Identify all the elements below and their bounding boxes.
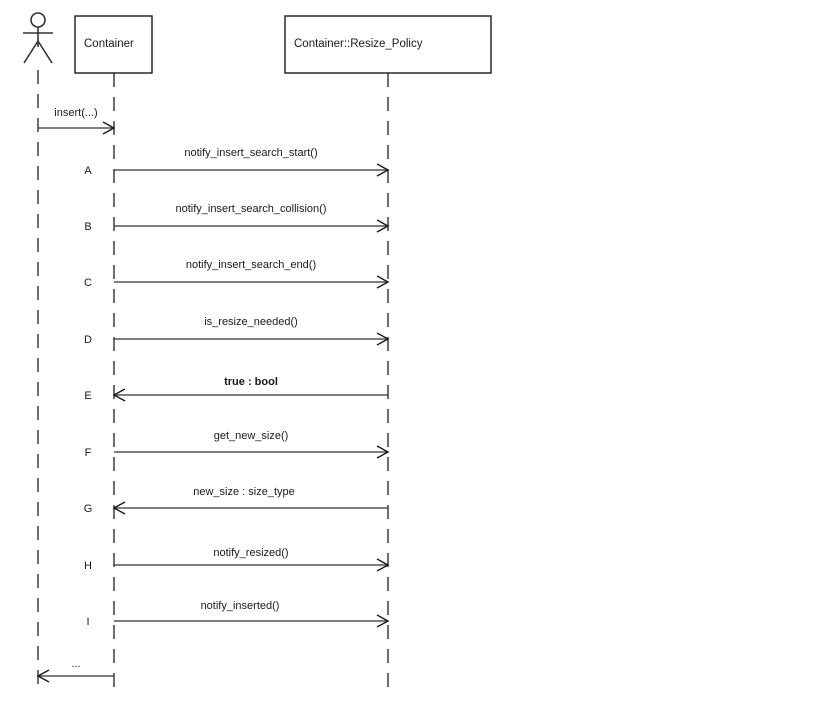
- message-label: true : bool: [224, 376, 278, 388]
- participant-label-container: Container: [84, 38, 134, 50]
- message-g: new_size : size_type: [112, 486, 388, 515]
- step-label-g: G: [84, 503, 93, 515]
- step-label-h: H: [84, 560, 92, 572]
- actor-leg-right-icon: [37, 40, 53, 64]
- actor-head-icon: [30, 12, 46, 28]
- message-c: notify_insert_search_end(): [114, 259, 390, 289]
- message-d: is_resize_needed(): [114, 316, 390, 346]
- messages-layer: insert(...) notify_insert_search_start()n…: [36, 107, 390, 683]
- message-label: notify_inserted(): [201, 600, 280, 612]
- message-i: notify_inserted(): [114, 600, 390, 628]
- message-label: notify_resized(): [213, 547, 288, 559]
- step-label-e: E: [84, 390, 91, 402]
- message-h: notify_resized(): [114, 547, 390, 572]
- message-x10: ...: [36, 658, 114, 683]
- message-arrowhead: [112, 388, 126, 402]
- step-label-b: B: [84, 221, 91, 233]
- message-arrowhead: [376, 163, 390, 177]
- participant-box-container[interactable]: [74, 15, 153, 74]
- message-label: ...: [71, 658, 80, 670]
- actor-figure: [23, 12, 53, 64]
- step-label-c: C: [84, 277, 92, 289]
- message-arrowhead: [376, 332, 390, 346]
- message-arrowhead: [36, 669, 50, 683]
- step-label-i: I: [86, 616, 89, 628]
- message-arrowhead: [376, 558, 390, 572]
- message-arrowhead: [112, 501, 126, 515]
- actor-leg-left-icon: [23, 40, 39, 64]
- message-arrowhead: [376, 445, 390, 459]
- participant-label-resize_policy: Container::Resize_Policy: [294, 38, 423, 50]
- message-arrowhead: [376, 275, 390, 289]
- message-label: insert(...): [54, 107, 97, 119]
- message-arrowhead: [102, 121, 116, 135]
- message-label: new_size : size_type: [193, 486, 295, 498]
- message-label: notify_insert_search_collision(): [175, 203, 326, 215]
- message-label: notify_insert_search_start(): [184, 147, 317, 159]
- message-a: notify_insert_search_start(): [114, 147, 390, 177]
- message-label: notify_insert_search_end(): [186, 259, 316, 271]
- step-label-f: F: [85, 447, 92, 459]
- message-label: is_resize_needed(): [204, 316, 298, 328]
- participant-boxes-layer: Container Container::Resize_Policy: [74, 15, 492, 74]
- step-label-a: A: [84, 165, 92, 177]
- step-labels-layer: A B C D E F G H I: [84, 165, 93, 628]
- message-label: get_new_size(): [214, 430, 289, 442]
- participant-box-resize_policy[interactable]: [284, 15, 492, 74]
- message-arrowhead: [376, 614, 390, 628]
- lifelines-layer: [37, 70, 389, 692]
- message-f: get_new_size(): [114, 430, 390, 459]
- message-b: notify_insert_search_collision(): [114, 203, 390, 233]
- message-x0: insert(...): [38, 107, 116, 135]
- message-e: true : bool: [112, 376, 388, 402]
- step-label-d: D: [84, 334, 92, 346]
- message-arrowhead: [376, 219, 390, 233]
